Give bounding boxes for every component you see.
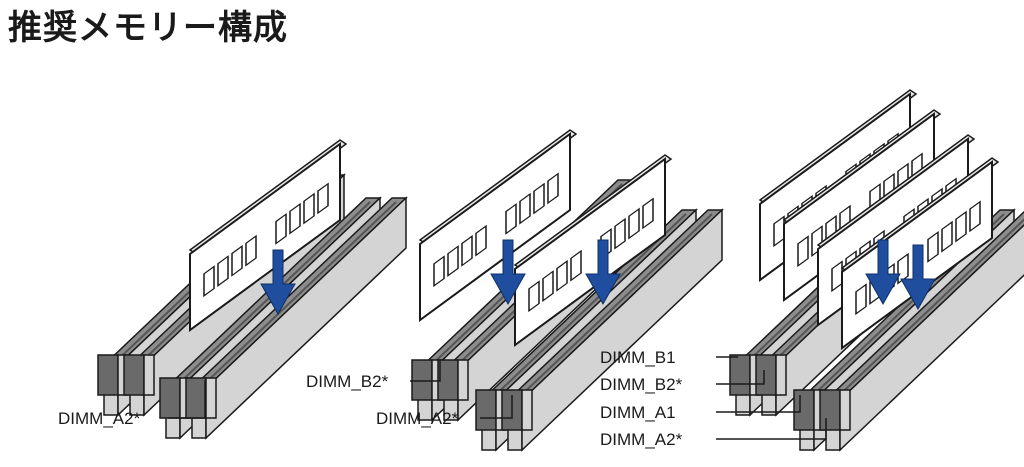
- config-3: DIMM_B1 DIMM_B2* DIMM_A1 DIMM_A2*: [600, 89, 1024, 450]
- leader-line: [410, 360, 441, 382]
- label-dimm-b1: DIMM_B1: [600, 348, 676, 367]
- config-2: DIMM_B2* DIMM_A2*: [306, 129, 722, 450]
- label-dimm-a1: DIMM_A1: [600, 403, 676, 422]
- label-dimm-b2: DIMM_B2*: [306, 372, 389, 391]
- label-dimm-a2: DIMM_A2*: [600, 430, 683, 449]
- leader-line: [716, 395, 801, 413]
- label-dimm-a2: DIMM_A2*: [58, 409, 141, 428]
- label-dimm-b2: DIMM_B2*: [600, 375, 683, 394]
- leader-line: [480, 395, 513, 419]
- label-dimm-a2: DIMM_A2*: [376, 409, 459, 428]
- config-1: DIMM_A2*: [58, 139, 406, 438]
- leader-line: [716, 370, 765, 385]
- leader-line: [716, 418, 827, 440]
- page-title: 推奨メモリー構成: [8, 8, 288, 48]
- leader-line: [168, 380, 206, 419]
